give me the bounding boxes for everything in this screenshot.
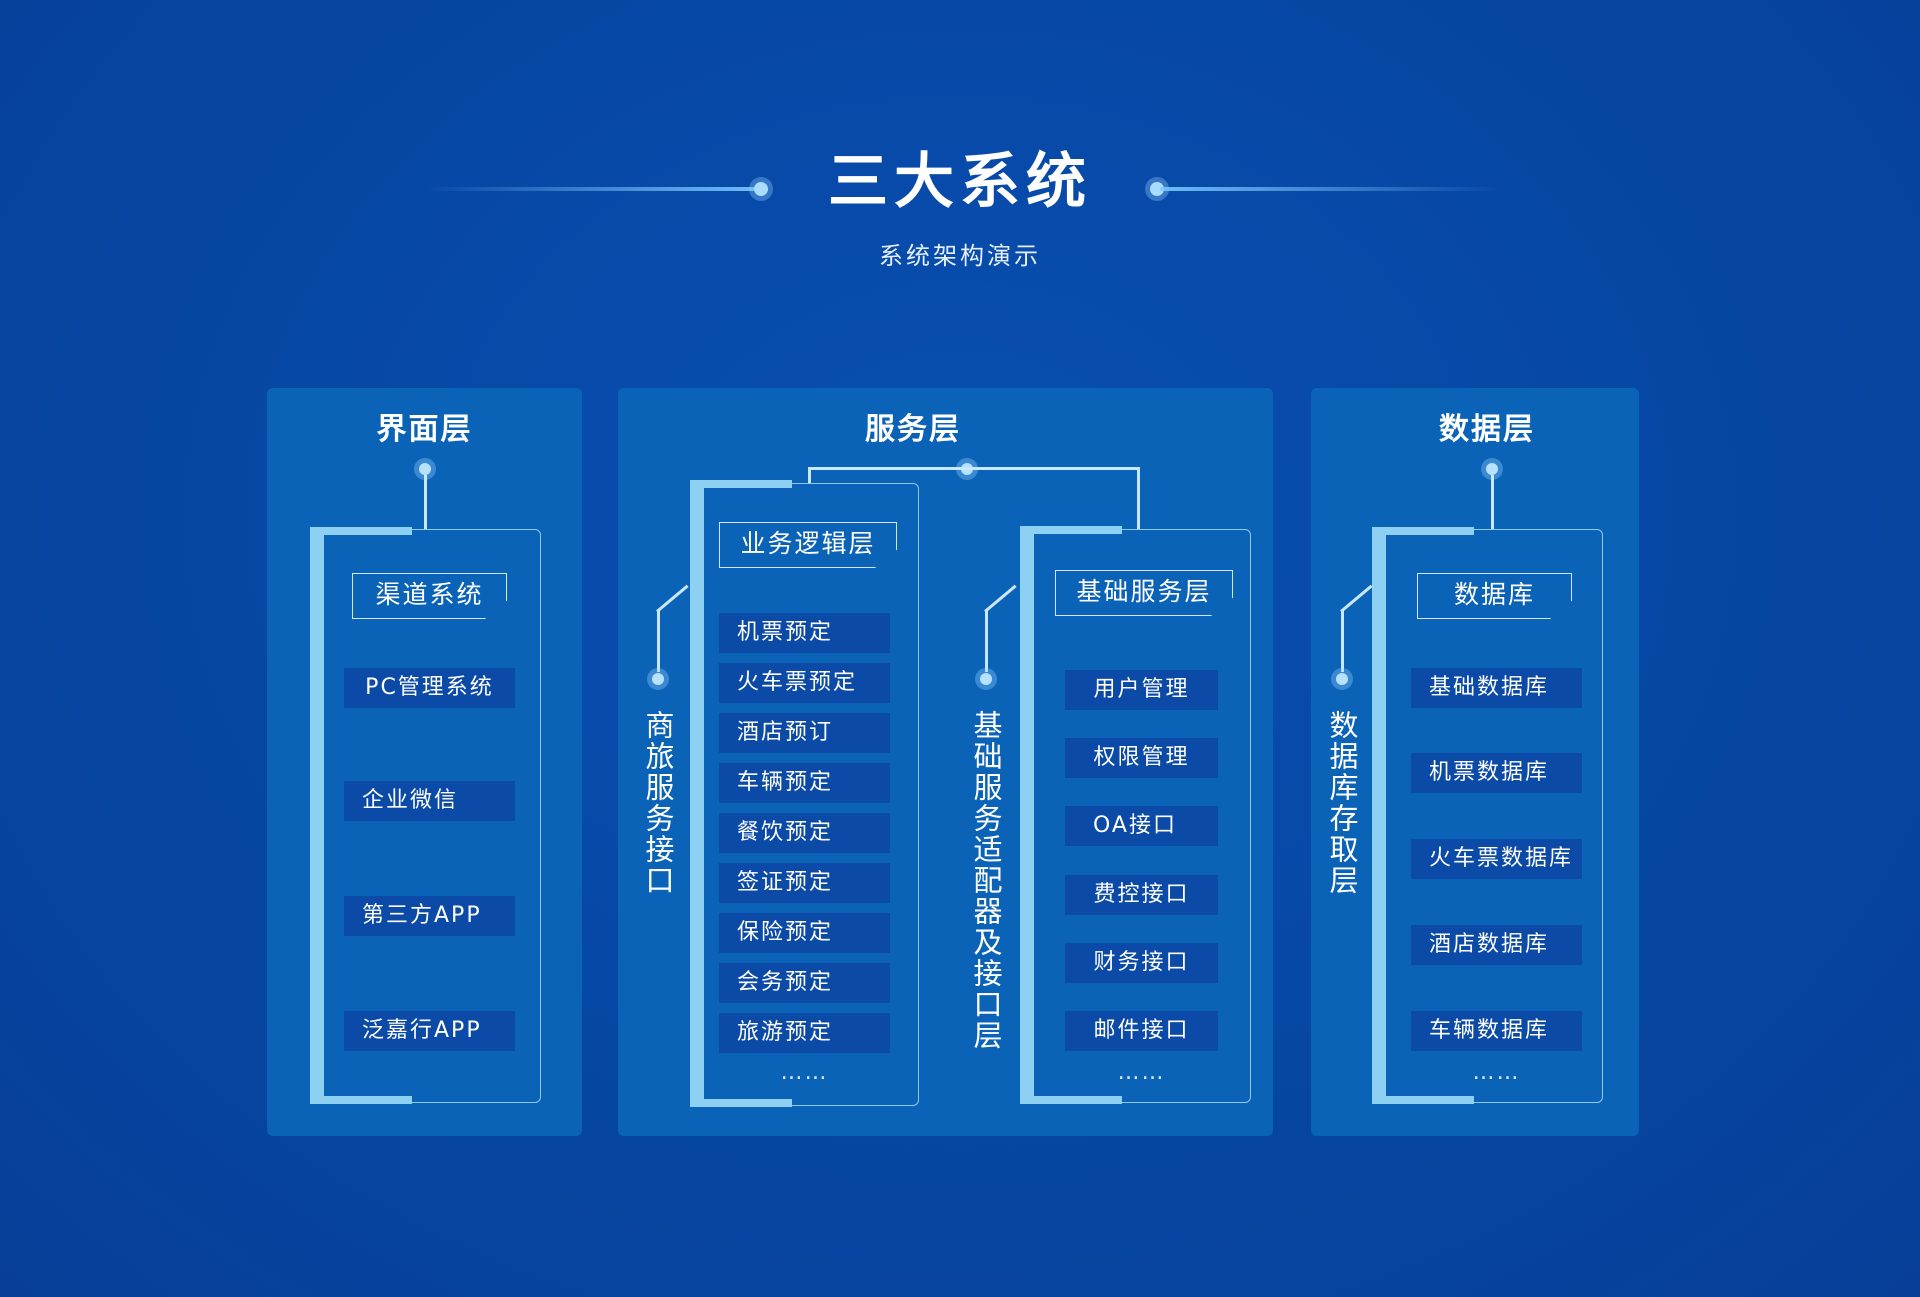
base-side-node	[980, 673, 992, 685]
interface-item: 企业微信	[344, 781, 515, 821]
data-side-connector-vertical	[1341, 610, 1344, 672]
base-item: 权限管理	[1065, 738, 1218, 778]
channel-frame-bar-bottom	[310, 1096, 412, 1104]
database-ellipsis: ……	[1472, 1060, 1521, 1085]
title-decoration-dot-right	[1150, 182, 1164, 196]
interface-item: PC管理系统	[344, 668, 515, 708]
business-side-connector-vertical	[657, 610, 660, 672]
database-frame-bar-left	[1372, 527, 1386, 1104]
base-adapter-label: 基础服务适配器及接口层	[969, 710, 1003, 1051]
base-service-tag: 基础服务层	[1055, 570, 1233, 616]
page-subtitle: 系统架构演示	[879, 242, 1041, 270]
service-layer-connector-left-drop	[808, 467, 811, 484]
service-layer-connector-horizontal	[808, 467, 1140, 470]
database-item: 酒店数据库	[1411, 925, 1582, 965]
base-item: 费控接口	[1065, 875, 1218, 915]
business-item: 签证预定	[719, 863, 890, 903]
business-ellipsis: ……	[780, 1060, 829, 1085]
database-frame-bar-top	[1372, 527, 1474, 535]
business-item: 保险预定	[719, 913, 890, 953]
data-layer-connector	[1491, 475, 1494, 530]
business-frame-bar-bottom	[690, 1099, 792, 1107]
interface-item: 第三方APP	[344, 896, 515, 936]
base-frame-bar-top	[1020, 526, 1122, 534]
business-logic-tag: 业务逻辑层	[719, 522, 897, 568]
database-item: 火车票数据库	[1411, 839, 1582, 879]
base-item: 财务接口	[1065, 943, 1218, 983]
title-decoration-dot-left	[754, 182, 768, 196]
base-side-connector-vertical	[985, 610, 988, 672]
database-item: 车辆数据库	[1411, 1011, 1582, 1051]
interface-layer-node	[419, 463, 431, 475]
channel-system-tag: 渠道系统	[352, 573, 507, 619]
data-side-node	[1336, 673, 1348, 685]
page-title: 三大系统	[828, 147, 1092, 217]
base-item: OA接口	[1065, 806, 1218, 846]
database-frame-bar-bottom	[1372, 1096, 1474, 1104]
business-frame-bar-left	[690, 480, 704, 1107]
database-item: 机票数据库	[1411, 753, 1582, 793]
business-item: 车辆预定	[719, 763, 890, 803]
base-frame-bar-bottom	[1020, 1096, 1122, 1104]
business-frame-bar-top	[690, 480, 792, 488]
channel-frame-bar-top	[310, 527, 412, 535]
base-ellipsis: ……	[1117, 1060, 1166, 1085]
data-access-label: 数据库存取层	[1325, 710, 1359, 896]
title-decoration-line-right	[1160, 187, 1500, 191]
business-item: 旅游预定	[719, 1013, 890, 1053]
base-frame-bar-left	[1020, 526, 1034, 1104]
business-item: 酒店预订	[719, 713, 890, 753]
business-item: 会务预定	[719, 963, 890, 1003]
database-item: 基础数据库	[1411, 668, 1582, 708]
base-item: 邮件接口	[1065, 1011, 1218, 1051]
title-decoration-line-left	[425, 187, 755, 191]
interface-item: 泛嘉行APP	[344, 1011, 515, 1051]
business-item: 餐饮预定	[719, 813, 890, 853]
data-layer-title: 数据层	[1439, 412, 1535, 447]
channel-frame-bar-left	[310, 527, 324, 1104]
service-layer-connector-right-drop	[1137, 467, 1140, 530]
interface-layer-connector	[424, 475, 427, 530]
interface-layer-title: 界面层	[376, 412, 473, 447]
business-interface-label: 商旅服务接口	[641, 710, 675, 896]
data-layer-node	[1486, 463, 1498, 475]
business-side-node	[652, 673, 664, 685]
database-tag: 数据库	[1417, 573, 1572, 619]
business-item: 机票预定	[719, 613, 890, 653]
base-item: 用户管理	[1065, 670, 1218, 710]
service-layer-title: 服务层	[865, 412, 961, 447]
business-item: 火车票预定	[719, 663, 890, 703]
